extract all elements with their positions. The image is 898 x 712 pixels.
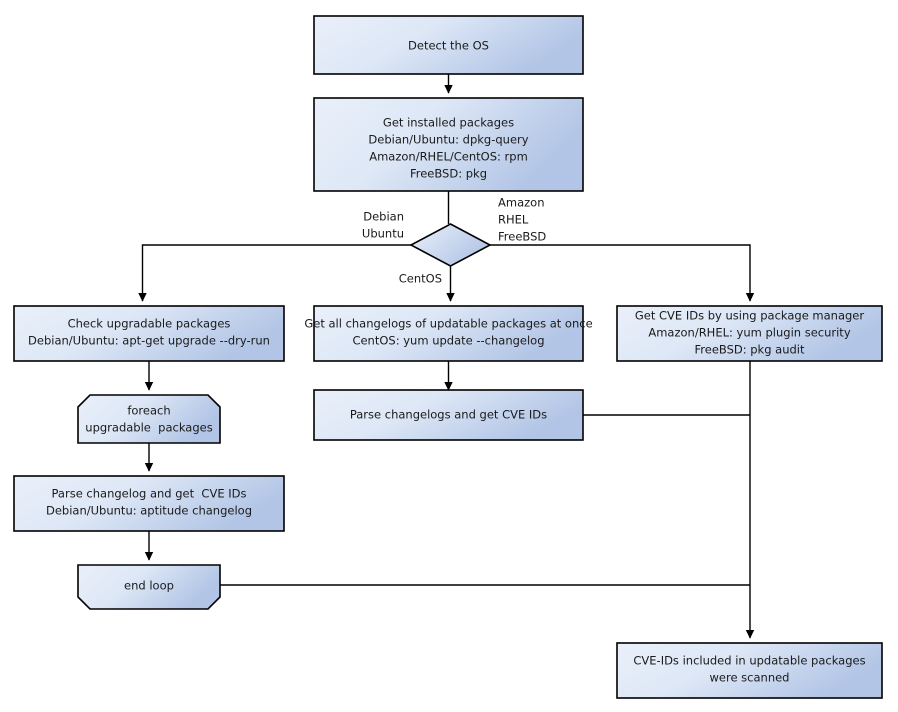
get-all-changelogs-shape[interactable] [313,305,584,362]
node-get-installed-packages[interactable]: Get installed packages Debian/Ubuntu: dp… [313,97,584,192]
node-get-cve-ids-package-manager[interactable]: Get CVE IDs by using package manager Ama… [616,305,883,362]
node-parse-changelogs-get-cve-ids[interactable]: Parse changelogs and get CVE IDs [313,389,584,441]
detect-the-os-label: Detect the OS [408,39,489,53]
get-all-changelogs-line-2: CentOS: yum update --changelog [352,334,544,348]
get-cve-ids-package-manager-line-3: FreeBSD: pkg audit [694,343,805,357]
parse-changelogs-get-cve-ids-label: Parse changelogs and get CVE IDs [350,408,547,422]
get-installed-packages-line-3: Amazon/RHEL/CentOS: rpm [369,150,528,164]
edge-label-amazon: Amazon [498,196,544,210]
foreach-upgradable-packages-shape[interactable] [77,394,221,444]
get-cve-ids-package-manager-line-2: Amazon/RHEL: yum plugin security [648,326,850,340]
node-detect-the-os[interactable]: Detect the OS [313,15,584,75]
os-decision-shape[interactable] [409,223,492,267]
check-upgradable-packages-line-1: Check upgradable packages [68,317,231,331]
node-os-decision[interactable] [409,223,492,267]
edge-decision-to-right-branch [490,244,755,302]
edge-label-rhel: RHEL [498,213,529,227]
cve-ids-scanned-result-line-1: CVE-IDs included in updatable packages [633,654,865,668]
edge-label-freebsd: FreeBSD [498,230,546,244]
get-all-changelogs-line-1: Get all changelogs of updatable packages… [304,317,592,331]
edge-decision-to-left-branch [138,244,411,302]
node-end-loop[interactable]: end loop [77,564,221,610]
parse-changelogs-get-cve-ids-shape[interactable] [313,389,584,441]
check-upgradable-packages-line-2: Debian/Ubuntu: apt-get upgrade --dry-run [28,334,270,348]
cve-ids-scanned-result-shape[interactable] [616,642,883,699]
get-installed-packages-line-2: Debian/Ubuntu: dpkg-query [368,133,528,147]
node-parse-changelog-aptitude[interactable]: Parse changelog and get CVE IDs Debian/U… [13,475,285,532]
parse-changelog-aptitude-shape[interactable] [13,475,285,532]
parse-changelog-aptitude-line-1: Parse changelog and get CVE IDs [52,487,247,501]
edge-label-centos: CentOS [399,272,442,286]
foreach-label-line-1: foreach [127,404,170,418]
get-installed-packages-line-1: Get installed packages [383,116,514,130]
end-loop-label: end loop [124,579,174,593]
get-cve-ids-package-manager-shape[interactable] [616,305,883,362]
end-loop-shape[interactable] [77,564,221,610]
get-cve-ids-package-manager-line-1: Get CVE IDs by using package manager [635,309,865,323]
get-installed-packages-line-4: FreeBSD: pkg [410,167,487,181]
detect-the-os-shape[interactable] [313,15,584,75]
node-check-upgradable-packages[interactable]: Check upgradable packages Debian/Ubuntu:… [13,305,285,362]
node-cve-ids-scanned-result[interactable]: CVE-IDs included in updatable packages w… [616,642,883,699]
edge-label-debian: Debian [363,210,404,224]
node-foreach-upgradable-packages[interactable]: foreach upgradable packages [77,394,221,444]
parse-changelog-aptitude-line-2: Debian/Ubuntu: aptitude changelog [46,504,252,518]
get-installed-packages-shape[interactable] [313,97,584,192]
edge-label-ubuntu: Ubuntu [362,227,404,241]
foreach-label-line-2: upgradable packages [85,421,212,435]
cve-ids-scanned-result-line-2: were scanned [709,671,789,685]
connectors [138,74,755,639]
check-upgradable-packages-shape[interactable] [13,305,285,362]
node-get-all-changelogs[interactable]: Get all changelogs of updatable packages… [304,305,593,362]
edge-label-group: Debian Ubuntu Amazon RHEL FreeBSD CentOS [362,196,546,286]
